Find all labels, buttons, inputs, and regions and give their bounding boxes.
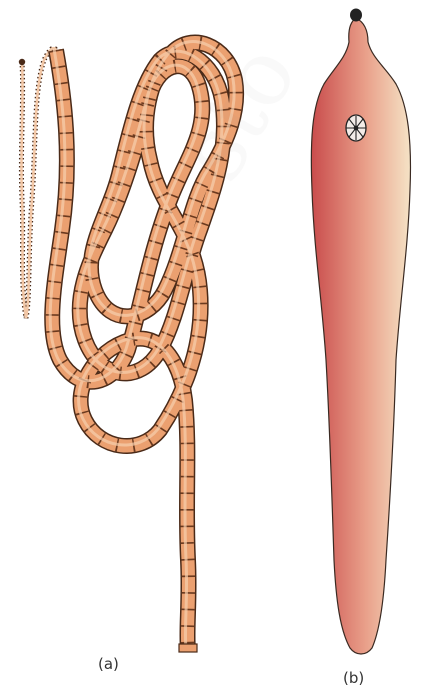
fluke-oral-sucker bbox=[350, 9, 362, 22]
caption-b: (b) bbox=[343, 669, 364, 687]
tapeworm-scolex bbox=[19, 59, 25, 65]
fluke-body bbox=[311, 18, 410, 654]
caption-a: (a) bbox=[98, 655, 119, 673]
fluke-ventral-sucker bbox=[346, 115, 366, 141]
